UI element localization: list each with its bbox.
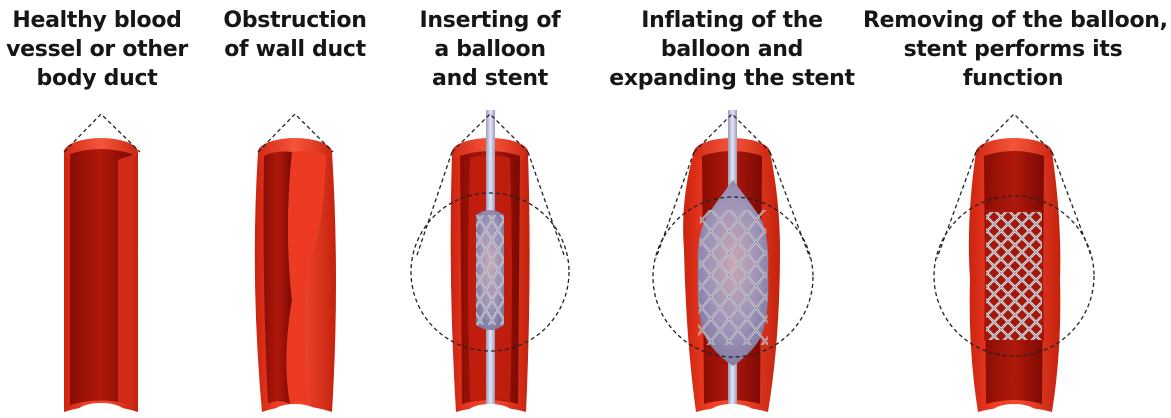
stented-vessel [934, 114, 1094, 418]
insert-vessel [411, 110, 569, 418]
obstructed-vessel [255, 114, 336, 418]
inflate-vessel [653, 110, 813, 418]
crimped-stent [476, 215, 504, 325]
deployed-stent [986, 212, 1042, 340]
expanding-stent [698, 210, 768, 345]
healthy-vessel [64, 114, 140, 418]
